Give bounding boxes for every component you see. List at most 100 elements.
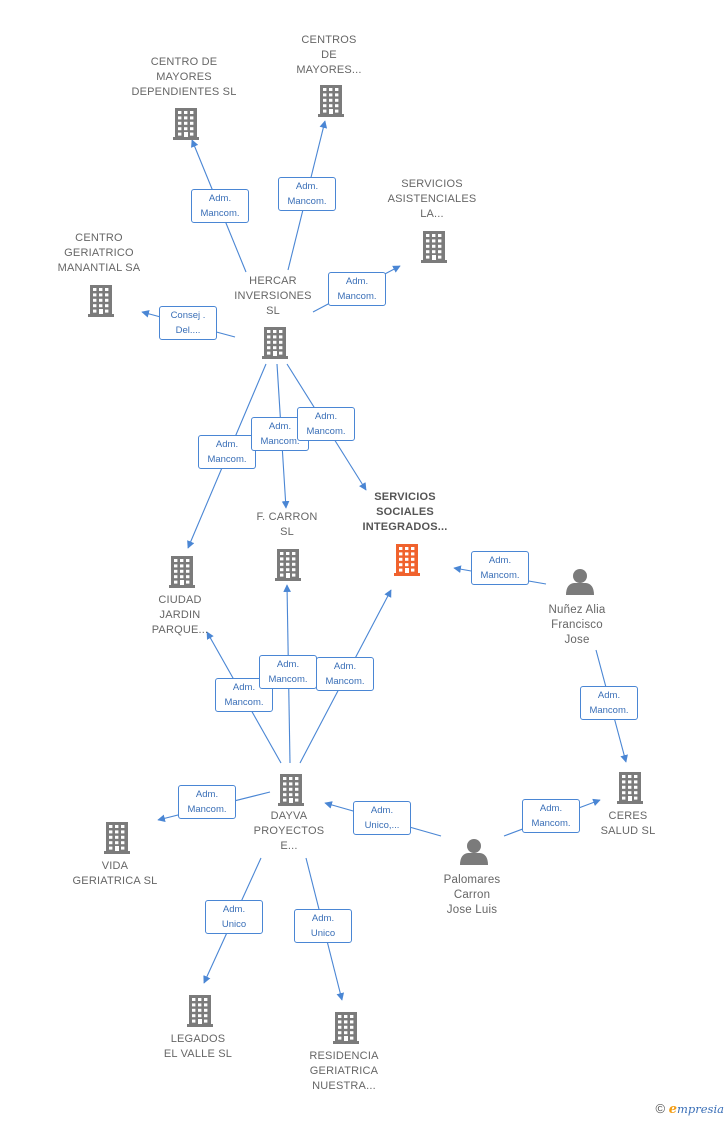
node-label-line: Jose [564,634,590,646]
building-icon[interactable] [173,108,199,140]
node-label-line: E... [280,840,298,852]
node-label-line: CIUDAD [158,594,202,606]
node-label-line: HERCAR [249,275,297,287]
node-label-line: MAYORES... [296,64,362,76]
building-icon[interactable] [187,995,213,1027]
edge-label-line: Unico [310,928,336,939]
building-icon[interactable] [169,556,195,588]
edge-label-nunez-to-ceres[interactable]: Adm. Mancom. [580,686,638,720]
building-icon[interactable] [617,772,643,804]
person-icon[interactable] [460,839,488,865]
brand-name: mpresia [676,1102,724,1116]
node-label-hercar[interactable]: HERCAR INVERSIONES SL [203,274,343,319]
node-label-line: CENTROS [301,34,357,46]
edge-label-line: Mancom. [287,196,327,207]
footer-brand[interactable]: © empresia [655,1101,724,1117]
node-label-line: SL [280,526,294,538]
building-icon[interactable] [421,231,447,263]
edge-label-line: Mancom. [589,705,629,716]
edge-label-line: Adm. [268,421,292,432]
edge-label-line: Unico [221,919,247,930]
node-label-line: Nuñez Alia [548,604,606,616]
building-icon[interactable] [333,1012,359,1044]
node-label-line: LA... [420,208,444,220]
edge-label-palomares-to-ceres[interactable]: Adm.Mancom. [522,799,580,833]
building-icon[interactable] [278,774,304,806]
edge-label-line: Mancom. [480,570,520,581]
edge-label-line: Adm. [195,789,219,800]
edge-label-hercar-to-centro_mayores_dep[interactable]: Adm.Mancom. [191,189,249,223]
edge-label-line: Mancom. [207,454,247,465]
node-label-line: Palomares [443,874,501,886]
node-label-line: VIDA [101,860,129,872]
node-label-line: EL VALLE SL [163,1048,233,1060]
edge-label-line: Adm. [295,181,319,192]
edge-label-line: Adm. [488,555,512,566]
node-label-line: LEGADOS [170,1033,226,1045]
edge-label-line: Adm. [208,193,232,204]
edge-label-dayva-to-f_carron[interactable]: Adm.Mancom. [259,655,317,689]
node-label-line: INTEGRADOS... [362,521,448,533]
node-label-line: MANANTIAL SA [57,262,141,274]
node-label-line: CERES [608,810,648,822]
edge-label-dayva-to-legados[interactable]: Adm. Unico [205,900,263,934]
edge-label-dayva-to-servicios_sociales[interactable]: Adm.Mancom. [316,657,374,691]
edge-label-line: Adm. [345,276,369,287]
edge-label-dayva-to-residencia[interactable]: Adm. Unico [294,909,352,943]
edge-label-hercar-to-ciudad_jardin[interactable]: Adm.Mancom. [198,435,256,469]
edge-label-line: Del.... [175,325,201,336]
node-label-legados[interactable]: LEGADOS EL VALLE SL [128,1032,268,1062]
node-label-line: DEPENDIENTES SL [131,86,237,98]
edge-label-line: Adm. [370,805,394,816]
node-label-ciudad_jardin[interactable]: CIUDAD JARDIN PARQUE... [110,593,250,638]
edge-label-line: Mancom. [260,436,300,447]
edge-label-dayva-to-ciudad_jardin[interactable]: Adm.Mancom. [215,678,273,712]
building-icon[interactable] [104,822,130,854]
edge-label-dayva-to-vida_geriatrica[interactable]: Adm.Mancom. [178,785,236,819]
edge-label-hercar-to-servicios_asist[interactable]: Adm. Mancom. [328,272,386,306]
edge-label-line: Consej . [170,310,206,321]
building-icon[interactable] [318,85,344,117]
edge-label-palomares-to-dayva[interactable]: Adm.Unico,... [353,801,411,835]
building-icon[interactable] [262,327,288,359]
node-label-line: Jose Luis [446,904,498,916]
building-icon[interactable] [275,549,301,581]
edge-label-hercar-to-servicios_sociales[interactable]: Adm. Mancom. [297,407,355,441]
edge-label-line: Mancom. [337,291,377,302]
node-label-line: ASISTENCIALES [387,193,477,205]
node-label-line: GERIATRICA SL [72,875,158,887]
brand-initial: e [668,1102,677,1117]
node-label-line: RESIDENCIA [309,1050,379,1062]
node-label-line: PARQUE... [151,624,209,636]
edge-label-hercar-to-centros_mayores[interactable]: Adm. Mancom. [278,177,336,211]
edge-label-hercar-to-centro_geriatrico[interactable]: Consej . Del.... [159,306,217,340]
edge-label-line: Mancom. [306,426,346,437]
node-label-line: JARDIN [159,609,201,621]
node-label-line: SL [266,305,280,317]
node-label-line: Francisco [551,619,603,631]
node-label-line: INVERSIONES [234,290,312,302]
person-icon[interactable] [566,569,594,595]
edge-label-line: Mancom. [531,818,571,829]
edge-label-line: Adm. [597,690,621,701]
edge-label-line: Adm. [222,904,246,915]
focus-building-icon[interactable] [394,544,420,576]
node-label-vida_geriatrica[interactable]: VIDA GERIATRICA SL [45,859,185,889]
edge-label-line: Adm. [311,913,335,924]
edge-label-nunez-to-servicios_sociales[interactable]: Adm. Mancom. [471,551,529,585]
building-icon[interactable] [88,285,114,317]
node-label-line: CENTRO [75,232,123,244]
edge-label-line: Adm. [314,411,338,422]
